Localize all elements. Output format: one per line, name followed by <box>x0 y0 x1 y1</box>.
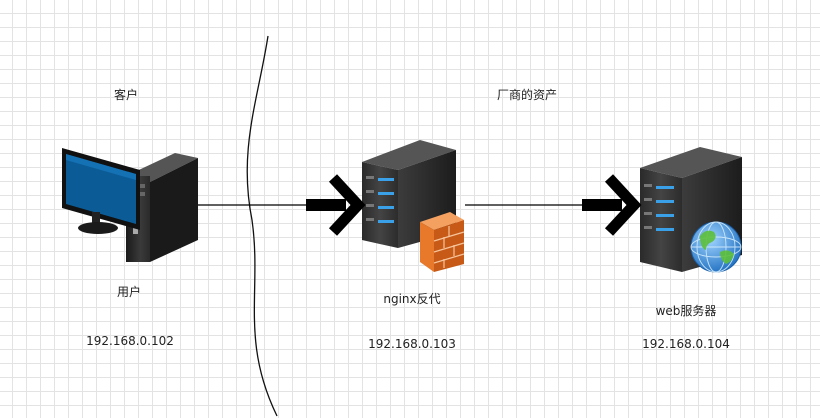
node-name-user: 用户 <box>116 285 142 299</box>
firewall-icon <box>420 212 465 272</box>
globe-icon <box>690 221 742 273</box>
node-ip-user: 192.168.0.102 <box>86 334 174 348</box>
arrow-to-web-icon <box>582 174 642 236</box>
zone-label-client: 客户 <box>113 88 139 102</box>
node-ip-proxy: 192.168.0.103 <box>368 337 456 351</box>
server-globe-icon <box>640 147 742 273</box>
server-firewall-icon <box>362 140 465 272</box>
zone-boundary-line <box>246 35 278 417</box>
node-name-web: web服务器 <box>655 304 717 318</box>
node-ip-web: 192.168.0.104 <box>642 337 730 351</box>
desktop-computer-icon <box>62 148 198 262</box>
arrow-to-proxy-icon <box>306 174 366 236</box>
zone-label-vendor: 厂商的资产 <box>496 88 558 102</box>
node-name-proxy: nginx反代 <box>383 292 441 306</box>
